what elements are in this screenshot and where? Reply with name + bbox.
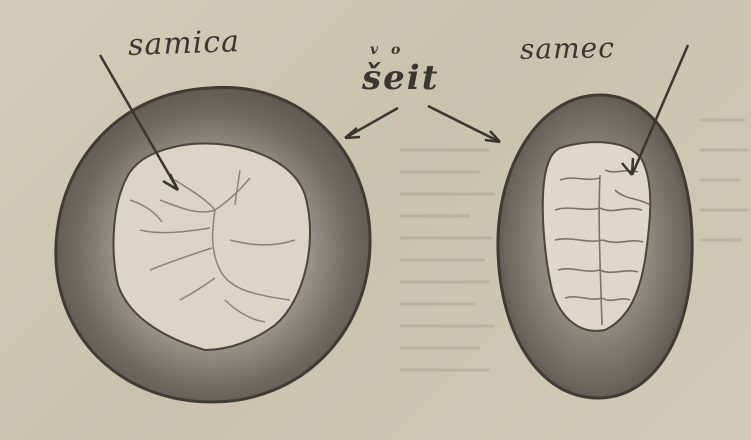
label-seit: šeit	[362, 58, 439, 98]
label-seit-mark: v o	[370, 42, 404, 58]
right-egg-samec	[498, 95, 692, 398]
label-samec: samec	[520, 31, 615, 66]
left-inner-core	[114, 143, 310, 350]
arrow-seit-left	[345, 108, 398, 138]
label-samica: samica	[127, 24, 240, 63]
left-egg-samica	[56, 87, 370, 402]
arrow-seit-right	[428, 106, 500, 142]
